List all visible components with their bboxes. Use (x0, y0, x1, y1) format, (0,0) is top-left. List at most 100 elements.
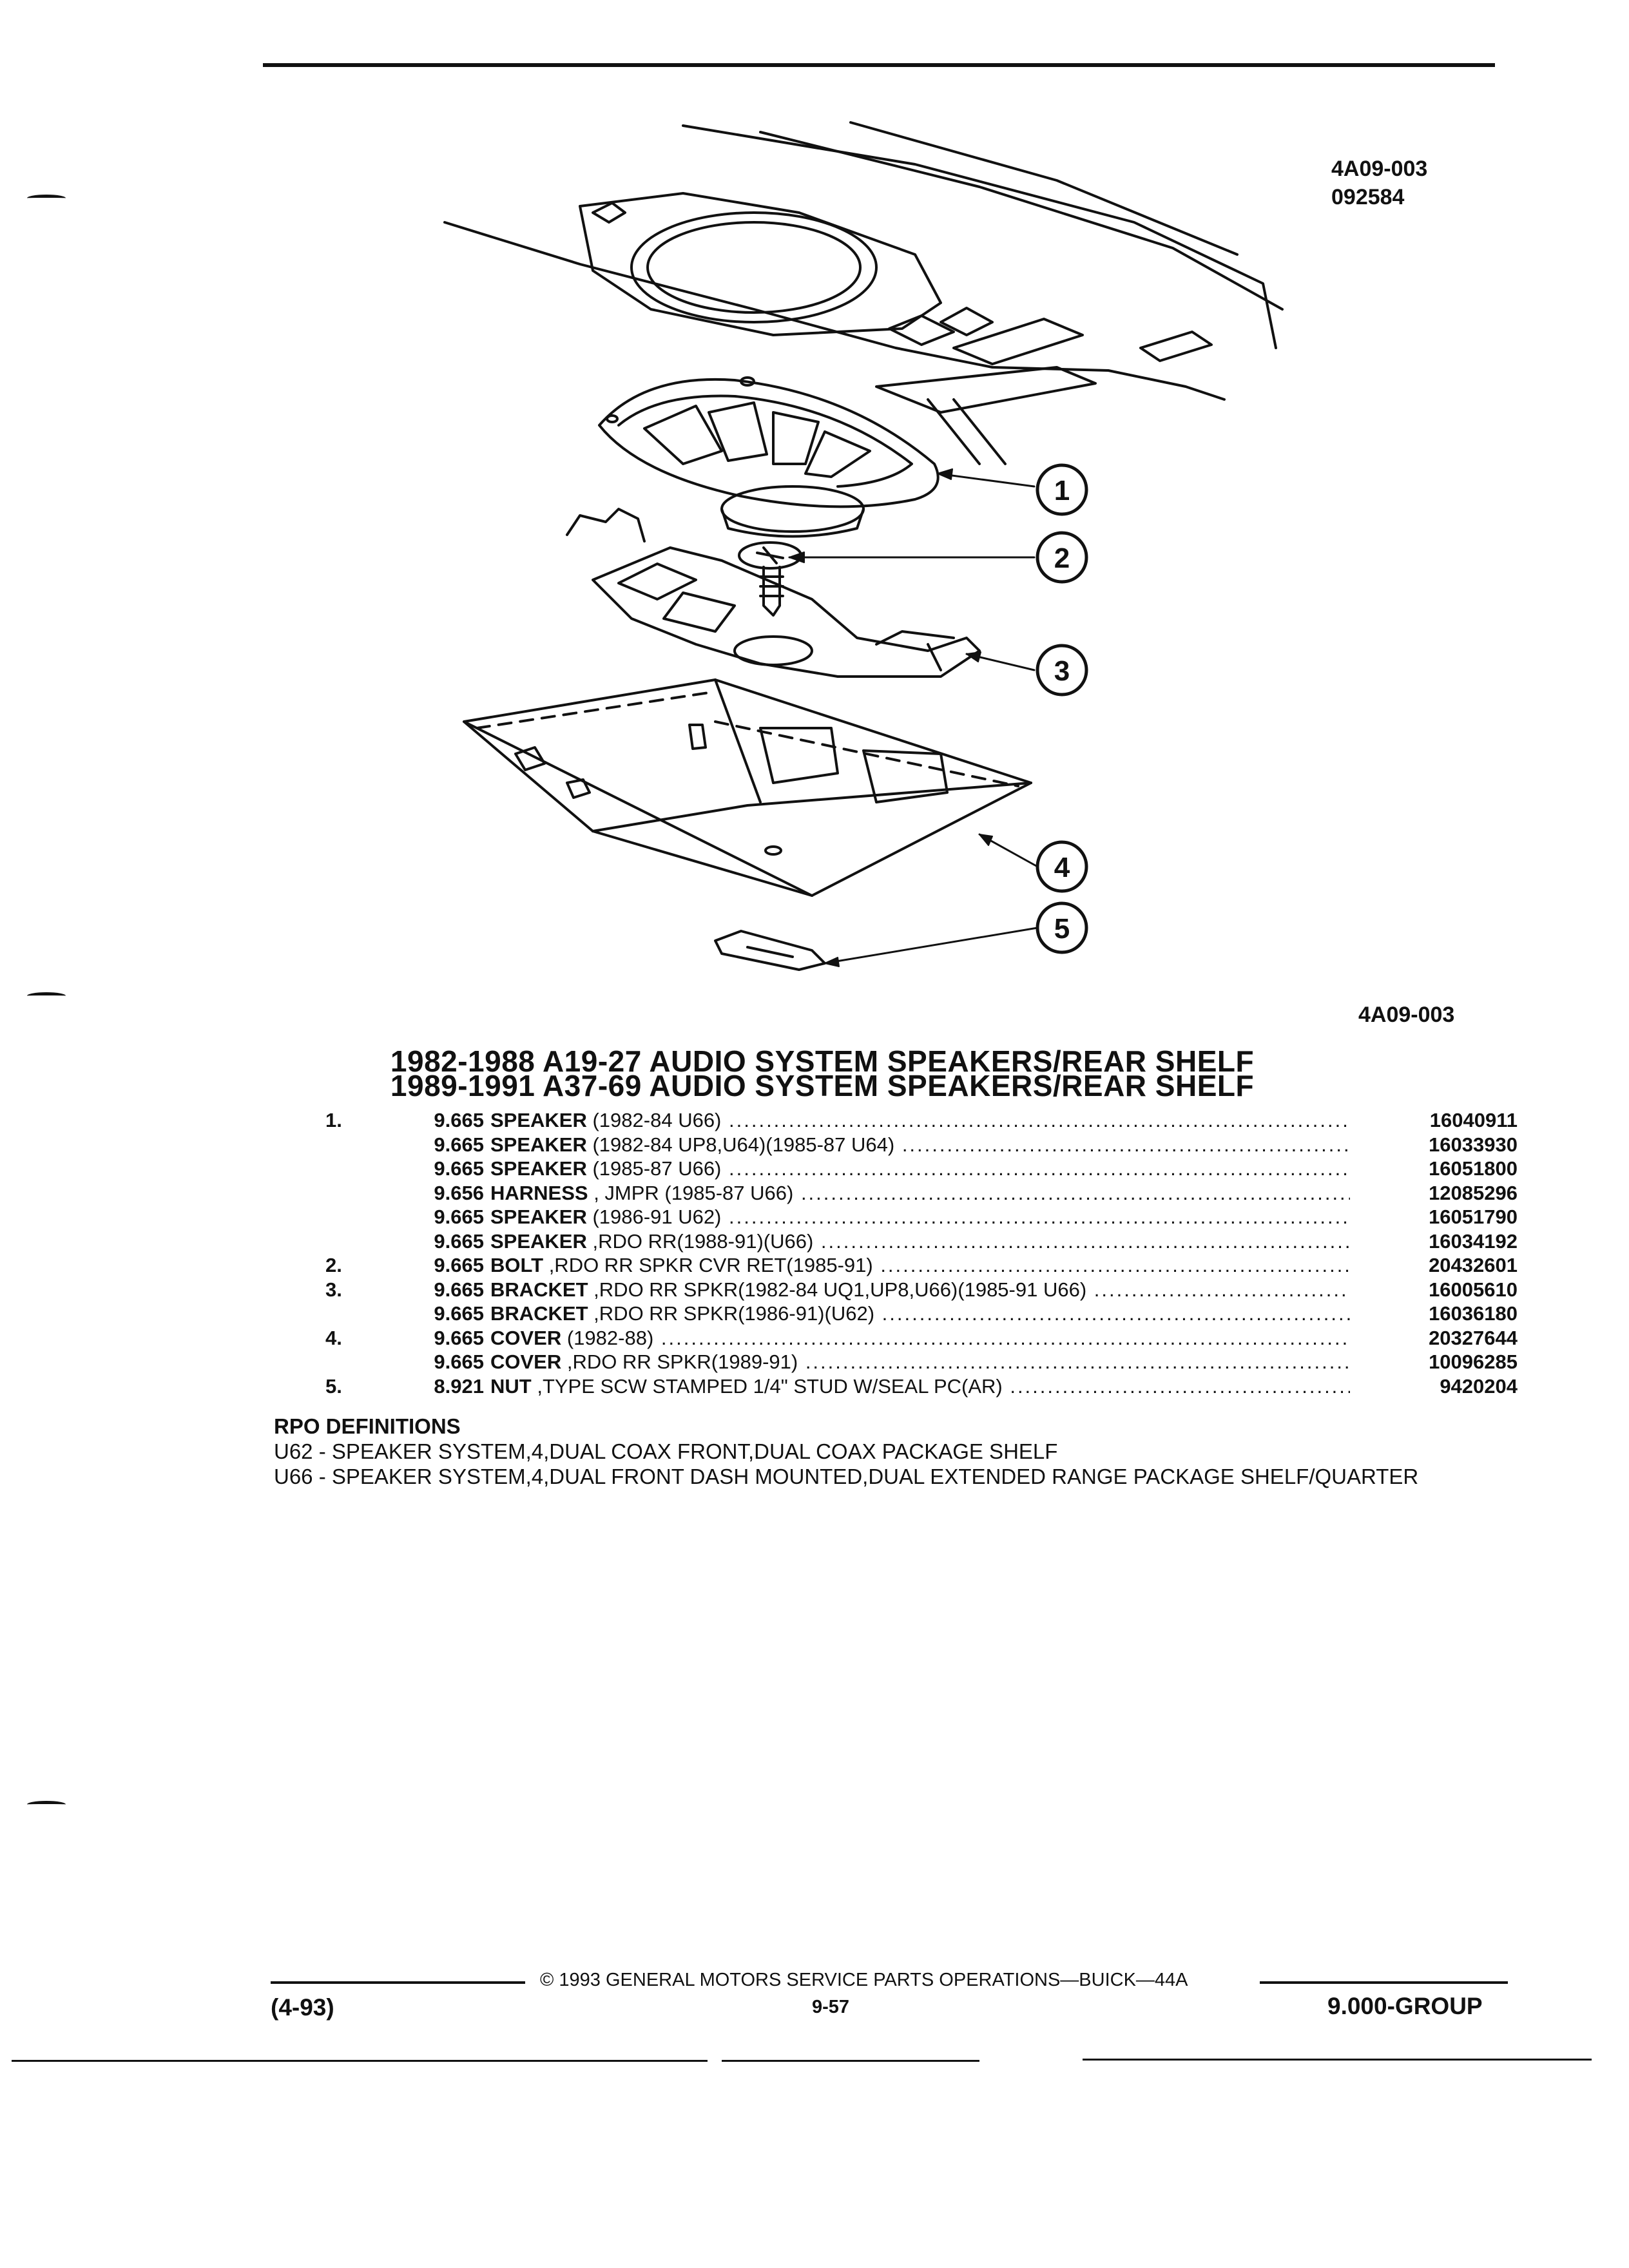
bottom-scan-line (1083, 2059, 1592, 2061)
part-description: SPEAKER (1982-84 U66) ..................… (490, 1108, 1350, 1133)
item-number: 4. (325, 1326, 342, 1349)
part-description: BRACKET ,RDO RR SPKR(1982-84 UQ1,UP8,U66… (490, 1278, 1350, 1302)
part-description: COVER (1982-88) ........................… (490, 1326, 1350, 1350)
item-number: 2. (325, 1254, 342, 1276)
item-number: 1. (325, 1109, 342, 1131)
group-number: 9.665 (434, 1278, 484, 1301)
group-number: 8.921 (434, 1374, 484, 1398)
part-qualifier: , JMPR (1985-87 U66) (588, 1181, 794, 1204)
leader-dots: ........................................… (800, 1181, 1350, 1204)
leader-dots: ........................................… (1010, 1374, 1350, 1398)
leader-dots: ........................................… (880, 1254, 1350, 1276)
bolt-part (738, 541, 802, 617)
group-number: 9.665 (434, 1157, 484, 1180)
item-number: 5. (325, 1374, 342, 1398)
part-qualifier: (1982-88) (561, 1326, 654, 1349)
part-qualifier: ,TYPE SCW STAMPED 1/4" STUD W/SEAL PC(AR… (531, 1374, 1003, 1398)
section-title: 1982-1988 A19-27 AUDIO SYSTEM SPEAKERS/R… (390, 1044, 1255, 1078)
diagram-caption-code: 4A09-003 (1358, 1003, 1455, 1027)
part-name: HARNESS (490, 1181, 588, 1204)
part-qualifier: ,RDO RR(1988-91)(U66) (586, 1229, 814, 1253)
callout-number: 1 (1054, 475, 1070, 506)
part-qualifier: ,RDO RR SPKR(1986-91)(U62) (588, 1302, 875, 1325)
group-number: 9.656 (434, 1181, 484, 1204)
group-number: 9.665 (434, 1254, 484, 1276)
part-name: BRACKET (490, 1278, 588, 1301)
callout-circle (1036, 531, 1088, 584)
part-number: 20432601 (1429, 1254, 1518, 1276)
footer-rule-right (1260, 1981, 1508, 1984)
part-name: SPEAKER (490, 1133, 587, 1156)
part-description: HARNESS , JMPR (1985-87 U66) ...........… (490, 1181, 1350, 1206)
callout-number: 2 (1054, 543, 1070, 574)
header-rule (263, 63, 1495, 67)
section-title: 1989-1991 A37-69 AUDIO SYSTEM SPEAKERS/R… (390, 1069, 1255, 1102)
part-name: BRACKET (490, 1302, 588, 1325)
rpo-heading: RPO DEFINITIONS (274, 1414, 461, 1438)
part-number: 16033930 (1429, 1133, 1518, 1156)
part-name: NUT (490, 1374, 532, 1398)
part-qualifier: (1982-84 U66) (586, 1109, 722, 1131)
part-qualifier: ,RDO RR SPKR(1989-91) (561, 1350, 798, 1373)
part-description: NUT ,TYPE SCW STAMPED 1/4" STUD W/SEAL P… (490, 1374, 1350, 1399)
part-number: 9420204 (1440, 1374, 1518, 1398)
part-description: BRACKET ,RDO RR SPKR(1986-91)(U62) .....… (490, 1302, 1350, 1326)
part-name: SPEAKER (490, 1229, 587, 1253)
footer-revision: (4-93) (271, 1994, 334, 2021)
callout-number: 3 (1054, 655, 1070, 687)
parts-list-row: 9.656 HARNESS , JMPR (1985-87 U66) ......… (325, 1181, 1518, 1206)
leader-dots: ........................................… (1094, 1278, 1350, 1301)
callout-number: 4 (1054, 852, 1070, 883)
part-name: COVER (490, 1326, 562, 1349)
nut-part (714, 930, 826, 971)
item-number: 3. (325, 1278, 342, 1301)
part-number: 16040911 (1429, 1109, 1518, 1131)
parts-list-row: 1. 9.665 SPEAKER (1982-84 U66) ...........… (325, 1108, 1518, 1133)
speaker-part (598, 376, 940, 538)
parts-list-row: 4. 9.665 COVER (1982-88) .................… (325, 1326, 1518, 1350)
part-qualifier: (1982-84 UP8,U64)(1985-87 U64) (586, 1133, 895, 1156)
callout-circle (1036, 463, 1088, 516)
rpo-definition: U66 - SPEAKER SYSTEM,4,DUAL FRONT DASH M… (274, 1465, 1419, 1488)
part-number: 16005610 (1429, 1278, 1518, 1301)
leader-lines (788, 472, 1039, 965)
callout-number: 5 (1054, 913, 1070, 945)
group-number: 9.665 (434, 1326, 484, 1349)
part-number: 16051790 (1429, 1206, 1518, 1228)
callout-circle (1036, 644, 1088, 697)
callout-circle (1036, 901, 1088, 954)
footer-rule-left (271, 1981, 525, 1984)
leader-dots: ........................................… (660, 1326, 1350, 1349)
leader-dots: ........................................… (820, 1229, 1350, 1253)
bottom-scan-line (722, 2060, 979, 2062)
parts-list-row: 3. 9.665 BRACKET ,RDO RR SPKR(1982-84 UQ1,… (325, 1278, 1518, 1302)
part-number: 16034192 (1429, 1229, 1518, 1253)
part-qualifier: ,RDO RR SPKR CVR RET(1985-91) (543, 1254, 873, 1276)
group-number: 9.665 (434, 1206, 484, 1228)
leader-dots: ........................................… (901, 1133, 1350, 1156)
footer-group: 9.000-GROUP (1327, 1993, 1483, 2019)
part-qualifier: ,RDO RR SPKR(1982-84 UQ1,UP8,U66)(1985-9… (588, 1278, 1087, 1301)
footer-page-number: 9-57 (812, 1997, 850, 2017)
part-number: 20327644 (1429, 1326, 1518, 1349)
part-name: SPEAKER (490, 1109, 587, 1131)
bottom-scan-line (12, 2060, 708, 2062)
group-number: 9.665 (434, 1109, 484, 1131)
margin-mark (27, 992, 66, 999)
part-name: COVER (490, 1350, 562, 1373)
margin-mark (27, 1801, 66, 1808)
part-qualifier: (1986-91 U62) (586, 1206, 722, 1228)
leader-dots: ........................................… (729, 1157, 1350, 1180)
cover-part (463, 678, 1032, 897)
leader-dots: ........................................… (729, 1109, 1350, 1131)
callout-circle (1036, 840, 1088, 893)
figure-code: 4A09-003 (1331, 157, 1428, 181)
leader-dots: ........................................… (882, 1302, 1350, 1325)
